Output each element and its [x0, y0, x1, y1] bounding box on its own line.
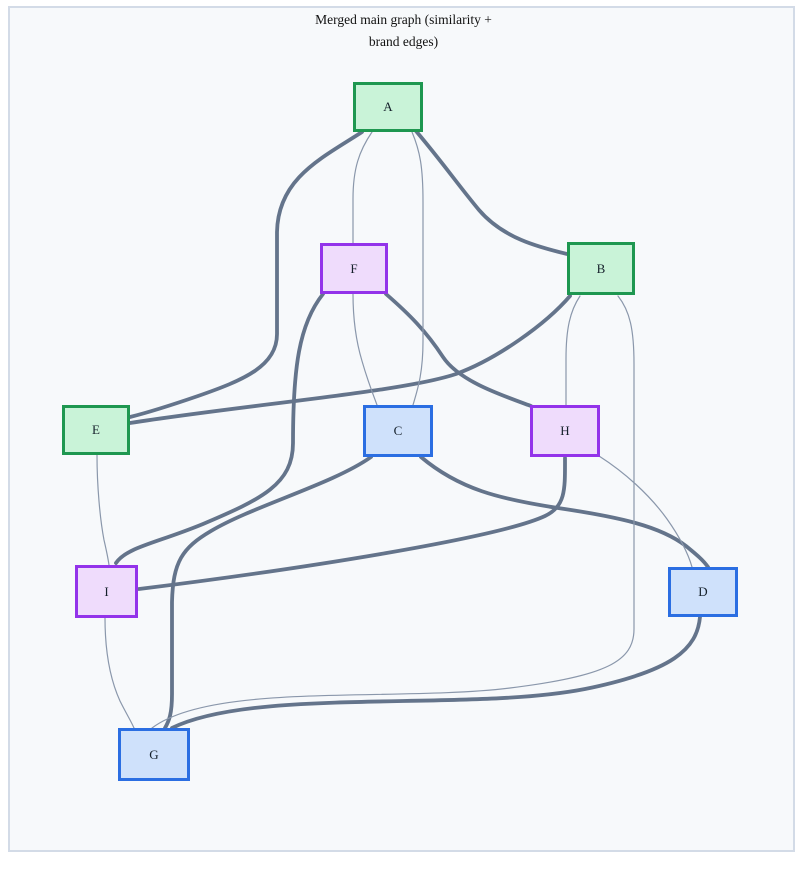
edge-H-D — [598, 455, 693, 568]
node-D: D — [668, 567, 738, 617]
node-F-label: F — [350, 260, 358, 276]
node-I-label: I — [104, 583, 109, 599]
node-F: F — [320, 243, 388, 294]
edge-I-G — [104, 617, 135, 729]
diagram-title-line1: Merged main graph (similarity + — [315, 12, 492, 27]
node-B-label: B — [596, 260, 606, 276]
node-E: E — [62, 405, 130, 455]
node-B: B — [567, 242, 635, 295]
node-A-label: A — [383, 99, 393, 114]
edge-F-C — [352, 293, 378, 406]
node-H: H — [530, 405, 600, 457]
edge-F-H — [384, 292, 533, 408]
node-I: I — [75, 565, 138, 618]
edge-B-H — [565, 295, 581, 406]
edge-A-F — [352, 131, 373, 244]
edge-A-E — [128, 130, 364, 419]
edge-C-D — [419, 455, 710, 569]
node-D-label: D — [698, 584, 708, 599]
node-C: C — [363, 405, 433, 457]
edge-F-I — [114, 292, 325, 565]
edge-H-I — [137, 456, 567, 591]
diagram-title-line2: brand edges) — [368, 34, 439, 49]
node-G-label: G — [149, 746, 159, 762]
diagram-title: Merged main graph (similarity + brand ed… — [0, 9, 807, 53]
edge-D-G — [170, 615, 702, 730]
edge-C-G — [163, 455, 373, 730]
edge-A-C — [411, 131, 424, 406]
edge-B-G — [151, 295, 635, 729]
node-E-label: E — [92, 422, 100, 437]
edge-B-E — [128, 294, 572, 425]
node-H-label: H — [560, 423, 570, 438]
node-G: G — [118, 728, 190, 781]
edge-A-B — [414, 129, 569, 256]
edge-E-I — [96, 454, 110, 566]
node-A: A — [353, 82, 423, 132]
node-C-label: C — [393, 423, 403, 438]
